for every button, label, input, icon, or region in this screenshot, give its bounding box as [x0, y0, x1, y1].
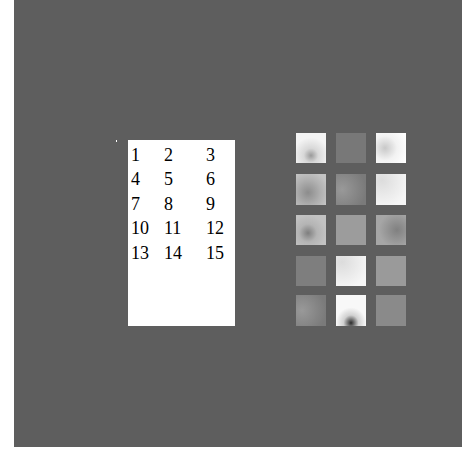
cell-number: 9	[206, 194, 215, 214]
cell-number: 4	[131, 169, 140, 189]
cell-number: 15	[206, 243, 224, 263]
cell-number: 14	[164, 243, 182, 263]
cell-number: 10	[131, 218, 149, 238]
cell-number: 5	[164, 169, 173, 189]
cell-number: 7	[131, 194, 140, 214]
cell-number: 2	[164, 145, 173, 165]
cell-number: 11	[164, 218, 181, 238]
cell-number: 1	[131, 145, 140, 165]
cell-number: 12	[206, 218, 224, 238]
cell-number: 13	[131, 243, 149, 263]
cell-number: 3	[206, 145, 215, 165]
cell-number: 6	[206, 169, 215, 189]
cell-number: 8	[164, 194, 173, 214]
